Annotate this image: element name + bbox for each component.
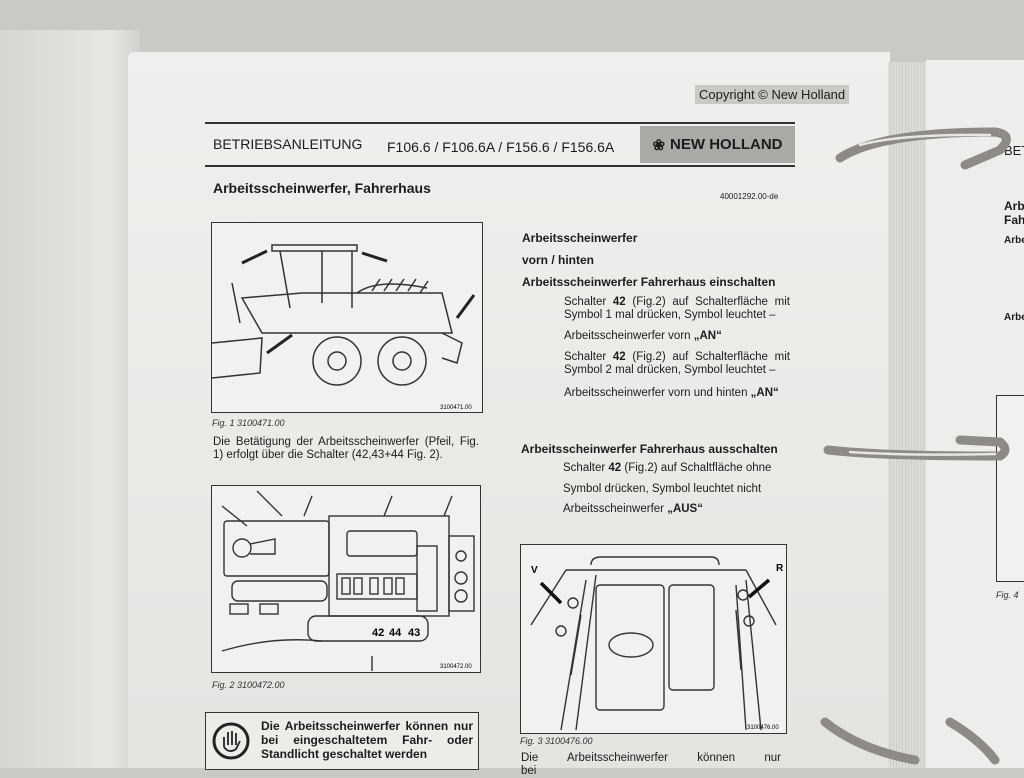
binder-ring-bottom <box>820 717 1000 765</box>
cab-illustration: V R 3100476.00 <box>530 556 784 731</box>
figure-1-code: 3100471.00 <box>440 405 472 411</box>
closing-line: Die Arbeitsscheinwerfer können nur bei <box>521 752 781 777</box>
next-page-line: Fah <box>1004 213 1024 227</box>
state-off: „AUS“ <box>667 503 703 515</box>
next-page-line: Arb <box>1004 199 1024 213</box>
result-text: Arbeitsscheinwerfer <box>563 503 668 515</box>
result-text: Arbeitsscheinwerfer vorn <box>564 330 694 342</box>
step-text: Schalter <box>564 296 613 308</box>
switch-number: 42 <box>612 296 626 308</box>
copyright-label: Copyright © New Holland <box>695 85 850 104</box>
figure-1-grader: 3100471.00 <box>211 222 483 413</box>
header-rule-top <box>205 122 795 124</box>
figure-4-partial <box>996 395 1024 582</box>
figure-3-caption: Fig. 3 3100476.00 <box>520 736 593 746</box>
intro-paragraph: Die Betätigung der Arbeitsscheinwerfer (… <box>213 436 479 461</box>
warning-text: Die Arbeitsscheinwerfer können nur bei e… <box>261 719 473 761</box>
step-1: Schalter 42 (Fig.2) auf Schalterfläche m… <box>564 296 790 322</box>
heading-work-lights: Arbeitsscheinwerfer <box>522 231 638 245</box>
figure-1-caption: Fig. 1 3100471.00 <box>212 418 285 428</box>
step-3-line2: Symbol drücken, Symbol leuchtet nicht <box>563 483 762 495</box>
manual-title: BETRIEBSANLEITUNG <box>213 136 363 152</box>
header-rule-bottom <box>205 165 795 167</box>
label-front: V <box>531 565 538 576</box>
dashboard-illustration: 42 44 43 3100472.00 <box>221 490 475 671</box>
step-text: (Fig.2) auf Schalterfläche mit Symbol 1 … <box>564 296 790 321</box>
heading-switch-off: Arbeitsscheinwerfer Fahrerhaus ausschalt… <box>521 442 778 456</box>
step-text: Schalter <box>564 351 613 363</box>
switch-number: 42 <box>612 351 626 363</box>
next-page-line: Arbe <box>1004 235 1024 246</box>
leaf-icon: ❀ <box>652 136 666 154</box>
step-text: (Fig.2) auf Schaltfläche ohne <box>621 462 772 474</box>
page-stack-edges <box>888 62 928 768</box>
result-text: Arbeitsscheinwerfer vorn und hinten <box>564 387 751 399</box>
heading-front-rear: vorn / hinten <box>522 253 594 267</box>
warning-box: Die Arbeitsscheinwerfer können nur bei e… <box>205 712 479 770</box>
binder-ring-middle <box>823 435 1010 461</box>
model-list: F106.6 / F106.6A / F156.6 / F156.6A <box>387 139 615 155</box>
stop-hand-icon <box>212 722 250 760</box>
step-2: Schalter 42 (Fig.2) auf Schalterfläche m… <box>564 351 790 377</box>
figure-3-cab: V R 3100476.00 <box>520 544 787 734</box>
step-3-result: Arbeitsscheinwerfer „AUS“ <box>563 503 803 516</box>
step-text: Schalter <box>563 462 609 474</box>
figure-2-dashboard: 42 44 43 3100472.00 <box>211 485 481 673</box>
figure-2-caption: Fig. 2 3100472.00 <box>212 680 285 690</box>
switch-label-43: 43 <box>408 627 420 639</box>
step-3: Schalter 42 (Fig.2) auf Schaltfläche ohn… <box>563 462 803 475</box>
previous-page <box>0 30 140 768</box>
binder-rings <box>820 127 1011 765</box>
switch-number: 42 <box>608 462 622 474</box>
state-on: „AN“ <box>693 330 722 342</box>
figure-2-code: 3100472.00 <box>440 664 472 670</box>
next-page-line: Arbe <box>1004 312 1024 323</box>
switch-label-42: 42 <box>372 627 384 639</box>
brand-logo: ❀NEW HOLLAND <box>640 126 795 163</box>
step-2-result: Arbeitsscheinwerfer vorn und hinten „AN“ <box>564 387 790 400</box>
figure-4-caption: Fig. 4 <box>996 590 1019 600</box>
section-title: Arbeitsscheinwerfer, Fahrerhaus <box>213 180 431 196</box>
brand-name: NEW HOLLAND <box>670 136 783 153</box>
label-rear: R <box>776 563 784 574</box>
switch-label-44: 44 <box>389 627 402 639</box>
doc-number: 40001292.00-de <box>720 192 779 201</box>
step-text: (Fig.2) auf Schalterfläche mit Symbol 2 … <box>564 351 790 376</box>
step-1-result: Arbeitsscheinwerfer vorn „AN“ <box>564 330 790 343</box>
next-page-header: BET <box>1004 143 1024 158</box>
state-on: „AN“ <box>750 387 779 399</box>
heading-switch-on: Arbeitsscheinwerfer Fahrerhaus einschalt… <box>522 275 776 289</box>
binder-ring-top <box>835 127 1011 170</box>
figure-3-code: 3100476.00 <box>747 725 779 731</box>
grader-illustration: 3100471.00 <box>212 244 476 411</box>
